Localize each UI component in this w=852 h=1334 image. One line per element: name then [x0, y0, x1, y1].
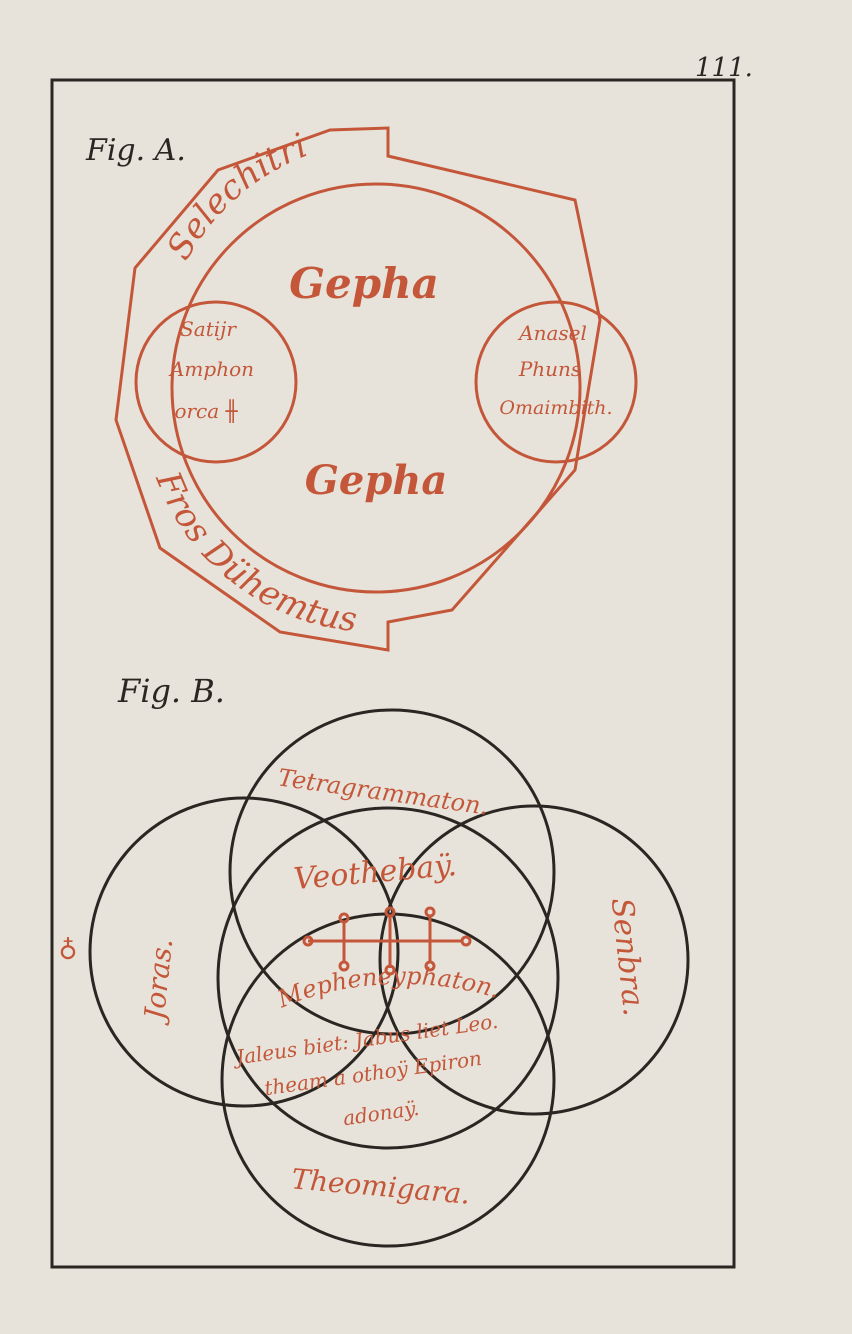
- lower-text-line-3: adonaÿ.: [341, 1096, 420, 1130]
- figure-a: Fig. A. Selechitri Fros Dühemtus Gepha G…: [85, 126, 638, 652]
- outer-ring: [114, 126, 602, 652]
- side-symbol: ♁: [58, 933, 77, 963]
- right-circle: [474, 300, 638, 464]
- left-circle-b: [88, 796, 400, 1108]
- left-circle-label: Joras.: [137, 937, 179, 1026]
- central-circle: [170, 182, 582, 594]
- fig-a-label: Fig. A.: [85, 133, 186, 168]
- center-top-label: Gepha: [289, 259, 439, 308]
- figure-b: Fig. B. ♁ Tetragrammaton. Veothebaÿ. Jor…: [58, 672, 690, 1248]
- left-circle-line-1: Satijr: [180, 317, 237, 341]
- page-number: 111.: [695, 53, 753, 83]
- center-bottom-label: Gepha: [305, 457, 448, 504]
- right-circle-label: Senbra.: [604, 896, 651, 1018]
- top-circle-b: [228, 708, 556, 1036]
- left-circle: [134, 300, 298, 464]
- fig-b-label: Fig. B.: [117, 672, 225, 710]
- left-circle-line-3: orca ╫: [174, 399, 238, 423]
- right-circle-b: [378, 804, 690, 1116]
- upper-middle-label: Veothebaÿ.: [292, 848, 458, 897]
- bottom-circle-label: Theomigara.: [290, 1162, 471, 1210]
- right-circle-line-1: Anasel: [517, 321, 587, 345]
- middle-circle-b: [216, 806, 560, 1150]
- seal-sigil: [302, 906, 472, 976]
- plate-frame: [50, 78, 736, 1269]
- right-circle-line-3: Omaimbith.: [499, 397, 612, 419]
- right-circle-line-2: Phuns: [518, 357, 581, 381]
- left-circle-line-2: Amphon: [168, 357, 254, 381]
